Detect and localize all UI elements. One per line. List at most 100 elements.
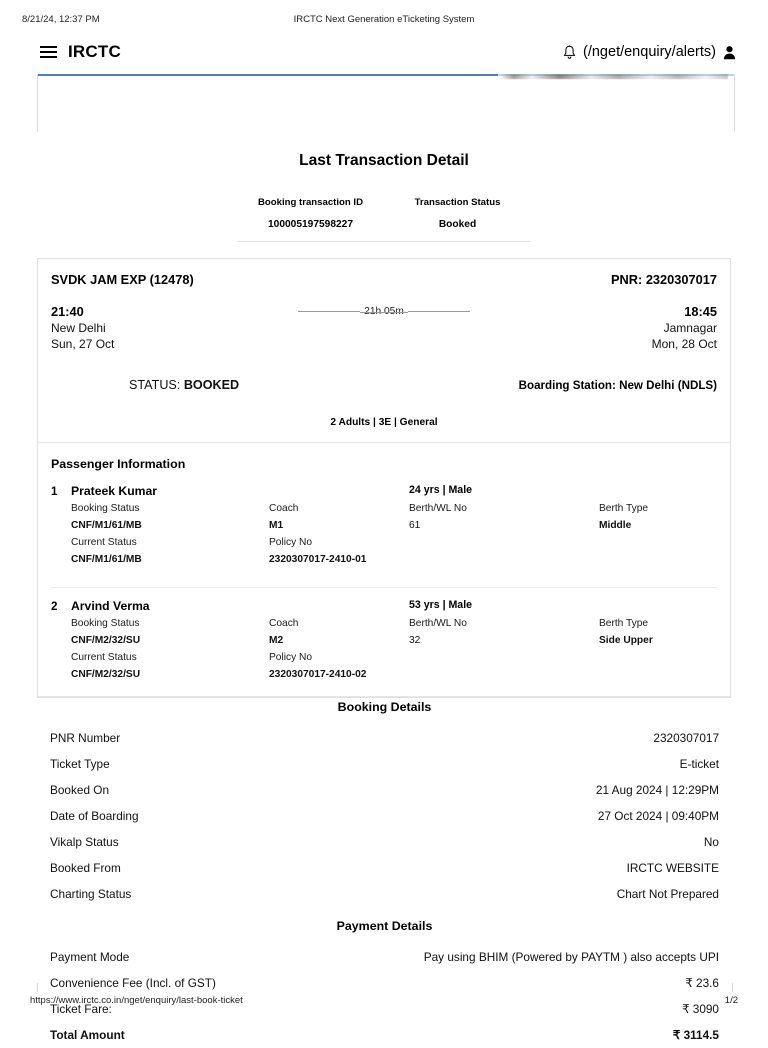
table-row: Payment Mode Pay using BHIM (Powered by … xyxy=(50,944,719,970)
label-current-status: Current Status xyxy=(71,652,137,663)
navbar-left-group: IRCTC xyxy=(40,38,121,66)
passenger-value-row-1: CNF/M1/61/MB M1 61 Middle xyxy=(71,520,717,537)
value-berth-type: Middle xyxy=(599,520,632,531)
table-row: Date of Boarding 27 Oct 2024 | 09:40PM xyxy=(50,803,719,829)
label-policy-no: Policy No xyxy=(269,652,313,663)
table-row: Ticket Type E-ticket xyxy=(50,751,719,777)
row-key: PNR Number xyxy=(50,731,121,745)
total-amount-value: ₹ 3114.5 xyxy=(672,1028,719,1042)
passenger-label-row-1: Booking Status Coach Berth/WL No Berth T… xyxy=(71,618,717,635)
transaction-header-status: Transaction Status xyxy=(414,197,501,208)
status-row: STATUS: BOOKED Boarding Station: New Del… xyxy=(51,352,717,392)
row-value: 21 Aug 2024 | 12:29PM xyxy=(595,783,719,797)
label-current-status: Current Status xyxy=(71,537,137,548)
value-booking-status: CNF/M2/32/SU xyxy=(71,635,141,646)
row-value: Pay using BHIM (Powered by PAYTM ) also … xyxy=(423,950,719,964)
departure-date: Sun, 27 Oct xyxy=(51,337,115,351)
label-booking-status: Booking Status xyxy=(71,618,140,629)
label-berth-type: Berth Type xyxy=(599,503,649,514)
label-coach: Coach xyxy=(269,618,299,629)
ticket-card: SVDK JAM EXP (12478) PNR: 2320307017 21:… xyxy=(37,258,731,698)
print-footer-url: https://www.irctc.co.in/nget/enquiry/las… xyxy=(30,995,243,1006)
transaction-header-row: Booking transaction ID Transaction Statu… xyxy=(237,196,531,210)
value-berth-wl-no: 61 xyxy=(409,520,421,531)
table-row: Booked From IRCTC WEBSITE xyxy=(50,855,719,881)
duration-line-left xyxy=(298,311,361,312)
details-sections: Booking Details PNR Number 2320307017 Ti… xyxy=(50,688,719,1048)
passenger-index: 1 xyxy=(51,485,58,498)
page-edge-tick-left xyxy=(37,983,38,992)
passenger-row: 2 Arvind Verma 53 yrs | Male Booking Sta… xyxy=(51,599,717,696)
status-badge: BOOKED xyxy=(183,378,240,392)
passenger-summary: 2 Adults | 3E | General xyxy=(330,417,438,428)
label-berth-wl-no: Berth/WL No xyxy=(409,618,467,629)
row-key: Ticket Type xyxy=(50,757,110,771)
bell-icon[interactable] xyxy=(563,44,576,60)
passenger-label-row-2: Current Status Policy No xyxy=(71,652,717,669)
value-current-status: CNF/M1/61/MB xyxy=(71,554,142,565)
card-divider-1 xyxy=(38,442,730,443)
booking-details-title: Booking Details xyxy=(337,700,432,714)
table-row: Booked On 21 Aug 2024 | 12:29PM xyxy=(50,777,719,803)
passenger-value-row-2: CNF/M2/32/SU 2320307017-2410-02 xyxy=(71,669,717,686)
print-header-title: IRCTC Next Generation eTicketing System xyxy=(293,14,475,25)
hamburger-icon[interactable] xyxy=(40,45,57,59)
card-divider-2 xyxy=(38,696,730,697)
passenger-name: Prateek Kumar xyxy=(71,484,158,498)
passenger-header: 1 Prateek Kumar 24 yrs | Male xyxy=(51,484,717,503)
arrival-date: Mon, 28 Oct xyxy=(651,337,717,351)
journey-row: 21:40 New Delhi Sun, 27 Oct 21h 05m 18:4… xyxy=(51,287,717,352)
row-key: Booked From xyxy=(50,861,121,875)
passenger-name: Arvind Verma xyxy=(71,599,150,613)
passenger-label-row-1: Booking Status Coach Berth/WL No Berth T… xyxy=(71,503,717,520)
row-value: ₹ 3090 xyxy=(681,1002,719,1016)
passenger-header: 2 Arvind Verma 53 yrs | Male xyxy=(51,599,717,618)
table-row: Ticket Fare: ₹ 3090 xyxy=(50,996,719,1022)
clipped-page-break-strip xyxy=(37,74,735,132)
ticket-status: STATUS: BOOKED xyxy=(129,378,239,392)
table-row: Charting Status Chart Not Prepared xyxy=(50,881,719,907)
value-berth-wl-no: 32 xyxy=(409,635,421,646)
alerts-link[interactable]: (/nget/enquiry/alerts) xyxy=(583,44,716,60)
transaction-booking-id-value: 100005197598227 xyxy=(268,219,353,230)
payment-details-title: Payment Details xyxy=(336,919,433,933)
navbar-right-group: (/nget/enquiry/alerts) xyxy=(563,39,736,65)
status-label: STATUS: xyxy=(129,378,181,392)
transaction-summary-table: Booking transaction ID Transaction Statu… xyxy=(237,196,531,232)
label-coach: Coach xyxy=(269,503,299,514)
passenger-age-gender: 53 yrs | Male xyxy=(409,599,473,611)
row-value: E-ticket xyxy=(679,757,719,771)
accent-rule xyxy=(38,74,498,76)
arrival-station: Jamnagar xyxy=(663,321,717,335)
passenger-label-row-2: Current Status Policy No xyxy=(71,537,717,554)
total-amount-row: Total Amount ₹ 3114.5 xyxy=(50,1022,719,1048)
row-value: No xyxy=(703,835,719,849)
passenger-separator xyxy=(51,587,717,588)
label-berth-type: Berth Type xyxy=(599,618,649,629)
arrival-block: 18:45 Jamnagar Mon, 28 Oct xyxy=(652,303,717,352)
passenger-information-section: Passenger Information 1 Prateek Kumar 24… xyxy=(51,443,717,696)
value-coach: M2 xyxy=(269,635,284,646)
transaction-divider xyxy=(237,241,531,242)
departure-time: 21:40 xyxy=(51,304,84,319)
row-value: IRCTC WEBSITE xyxy=(626,861,719,875)
row-key: Vikalp Status xyxy=(50,835,119,849)
print-footer-page-number: 1/2 xyxy=(724,995,738,1006)
row-key: Date of Boarding xyxy=(50,809,139,823)
journey-duration-group: 21h 05m xyxy=(51,306,717,317)
last-transaction-title: Last Transaction Detail xyxy=(299,152,469,169)
train-header-row: SVDK JAM EXP (12478) PNR: 2320307017 xyxy=(51,259,717,287)
brand-logo-irctc[interactable]: IRCTC xyxy=(68,42,121,61)
label-berth-wl-no: Berth/WL No xyxy=(409,503,467,514)
value-policy-no: 2320307017-2410-01 xyxy=(269,554,367,565)
passenger-row: 1 Prateek Kumar 24 yrs | Male Booking St… xyxy=(51,484,717,581)
label-policy-no: Policy No xyxy=(269,537,313,548)
row-key: Booked On xyxy=(50,783,110,797)
duration-line-right xyxy=(407,311,470,312)
page-edge-tick-right xyxy=(732,983,733,992)
row-value: ₹ 23.6 xyxy=(685,976,719,990)
user-icon[interactable] xyxy=(723,45,736,60)
arrival-time: 18:45 xyxy=(684,304,717,319)
value-booking-status: CNF/M1/61/MB xyxy=(71,520,142,531)
table-row: Vikalp Status No xyxy=(50,829,719,855)
